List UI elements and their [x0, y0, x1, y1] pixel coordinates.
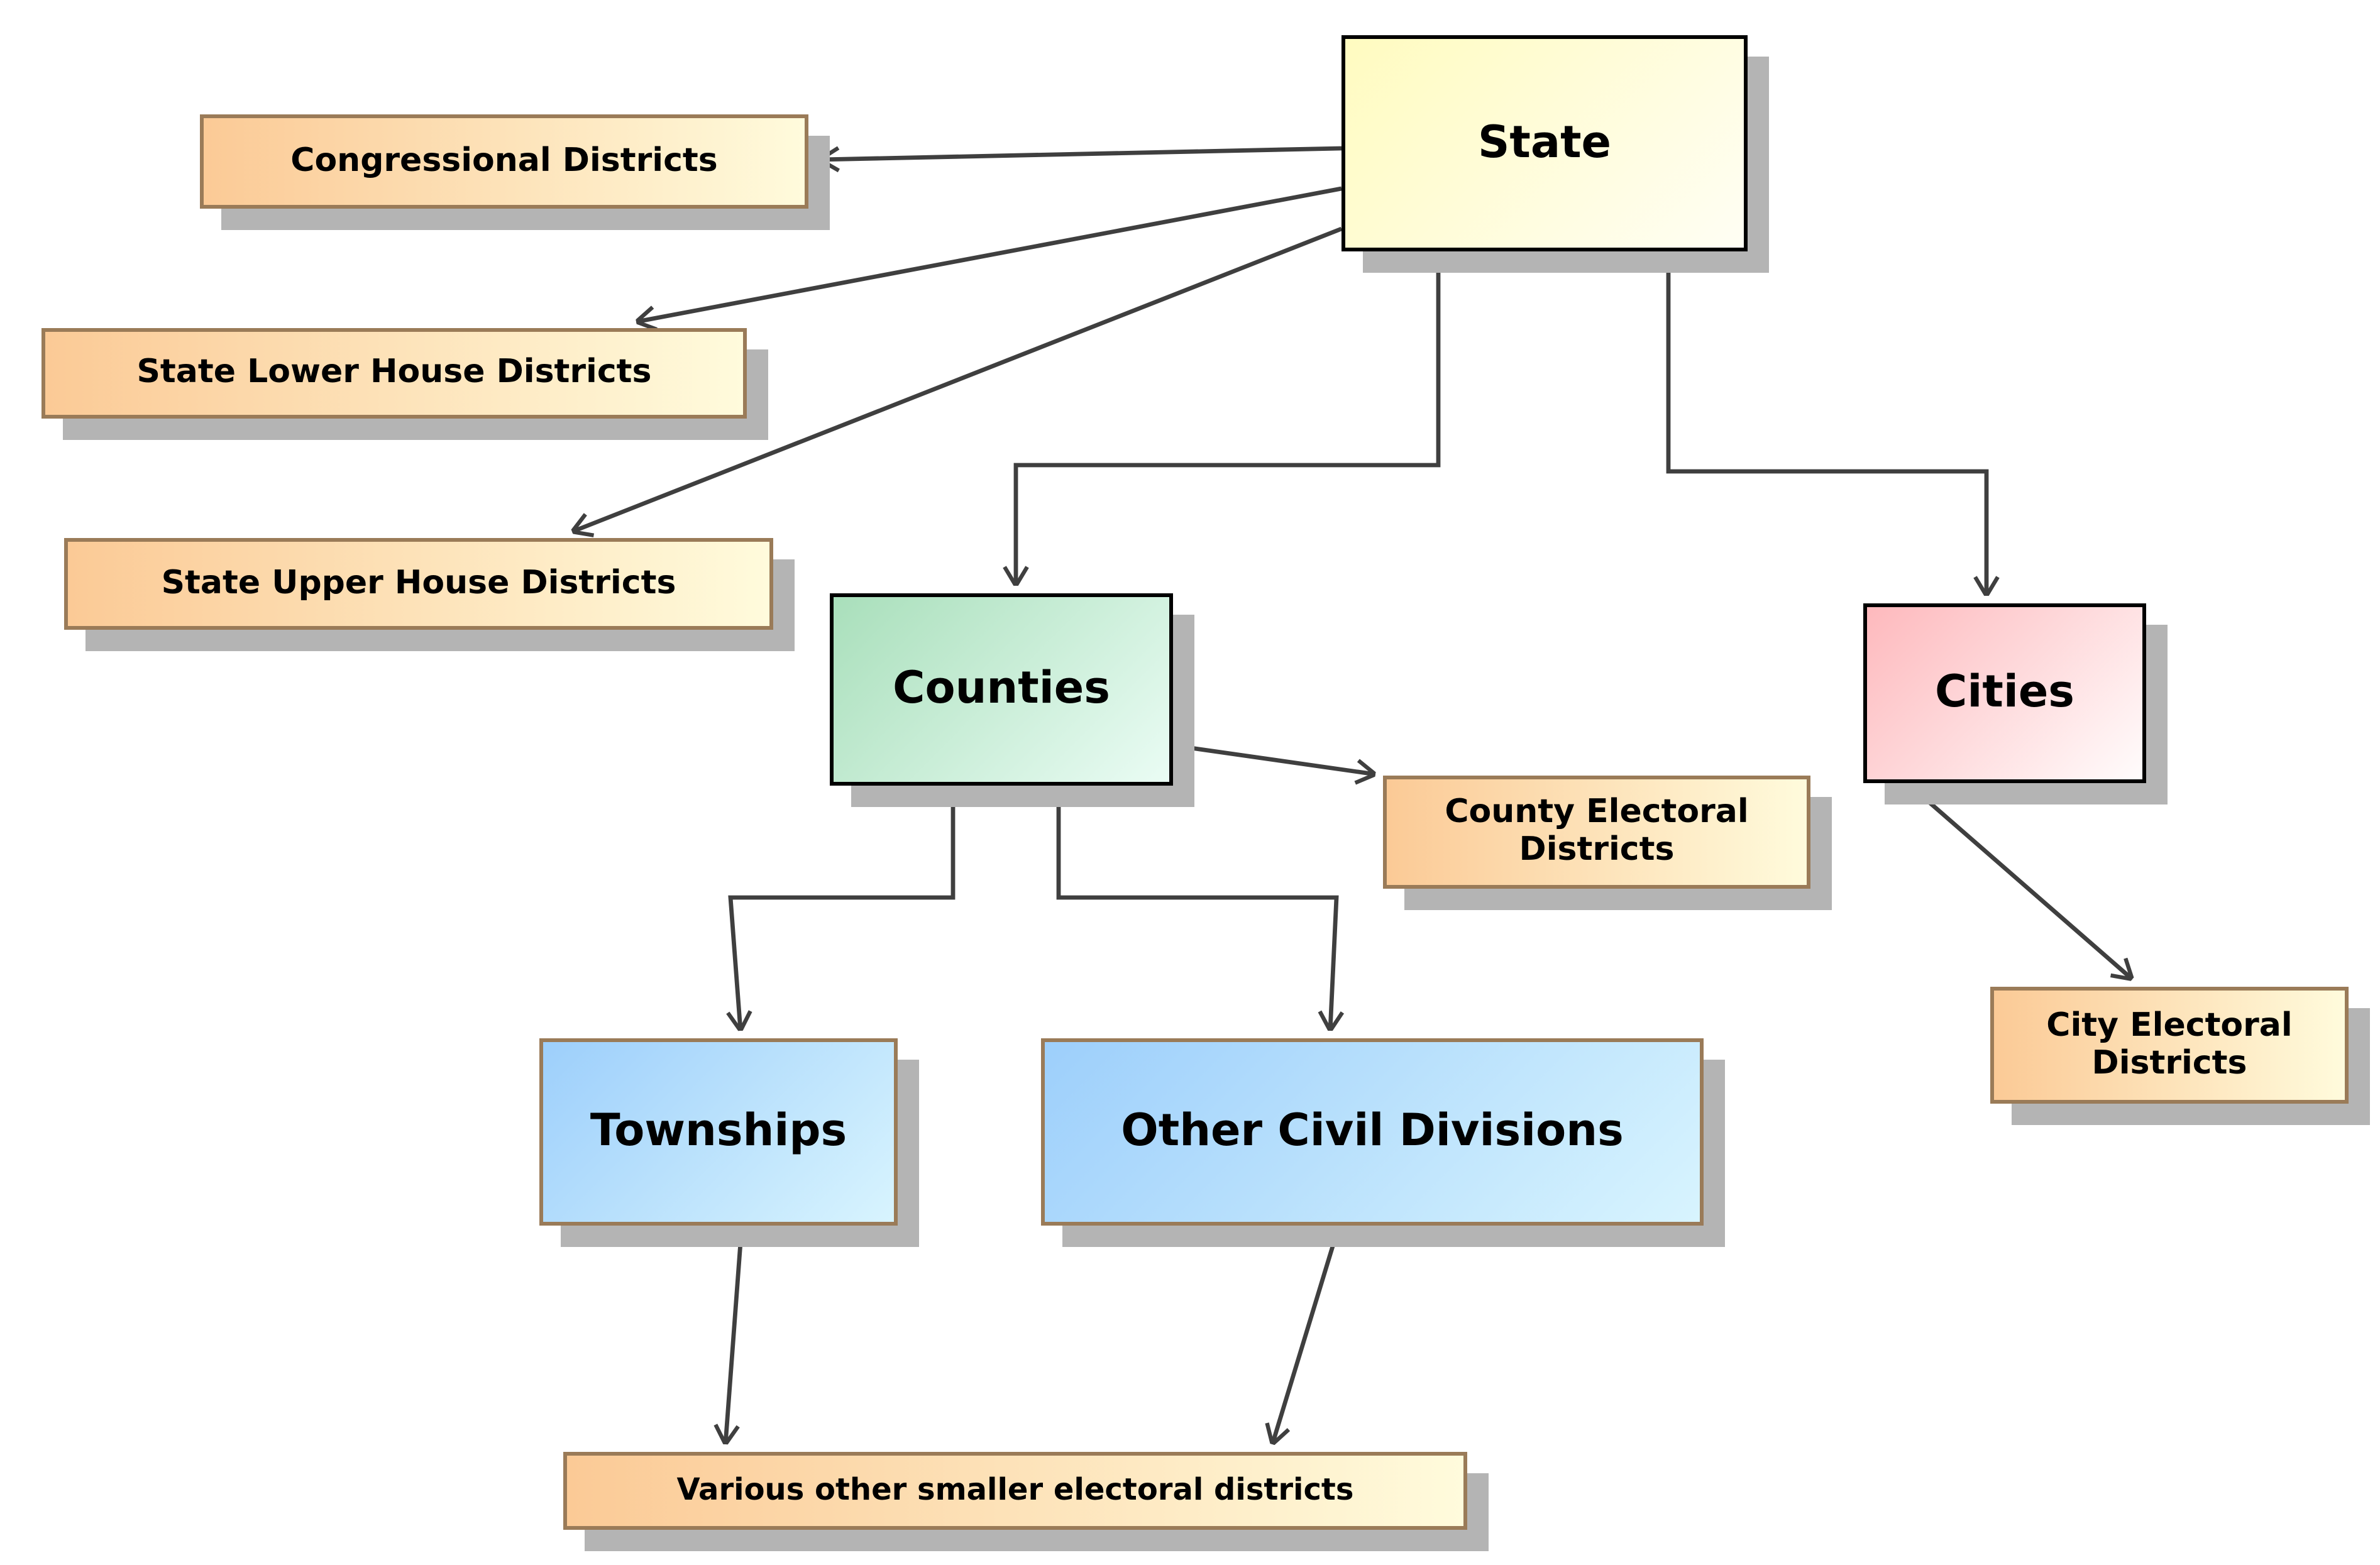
edge-townships-various [725, 1225, 744, 1444]
edge-cities-city-electoral [1905, 781, 2132, 979]
node-state: State [1342, 35, 1748, 251]
node-city-electoral-districts: City Electoral Districts [1990, 987, 2349, 1104]
node-counties: Counties [830, 593, 1173, 786]
edge-state-cities [1666, 251, 1986, 596]
edge-counties-county-electoral [1172, 743, 1375, 774]
node-other-civil-divisions: Other Civil Divisions [1041, 1038, 1704, 1226]
node-state-upper-house-districts: State Upper House Districts [64, 538, 773, 630]
edge-other-civil-various [1272, 1225, 1342, 1444]
edge-state-congressional [820, 146, 1342, 160]
node-congressional-districts: Congressional Districts [200, 114, 808, 209]
edge-state-counties [1016, 251, 1441, 586]
node-county-electoral-districts: County Electoral Districts [1383, 776, 1810, 889]
node-various-smaller-electoral-districts: Various other smaller electoral district… [563, 1452, 1467, 1530]
edge-counties-other-civil [1056, 786, 1336, 1031]
node-state-lower-house-districts: State Lower House Districts [41, 328, 747, 419]
edge-counties-townships [730, 786, 956, 1031]
node-townships: Townships [539, 1038, 898, 1226]
node-cities: Cities [1863, 603, 2146, 783]
